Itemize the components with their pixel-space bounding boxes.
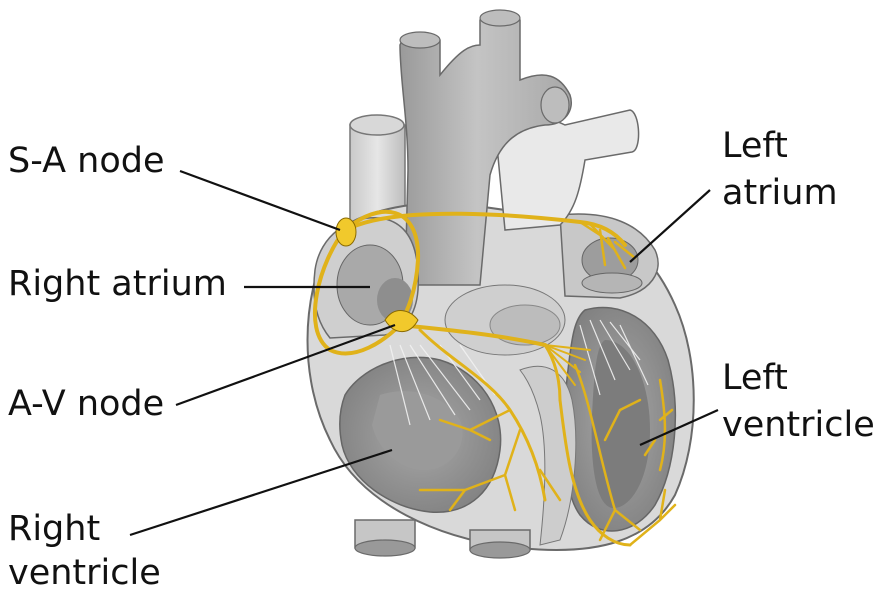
label-av-node: A-V node xyxy=(8,383,164,425)
label-right-ventricle-line1: Right xyxy=(8,508,100,550)
label-right-atrium: Right atrium xyxy=(8,263,227,305)
label-sa-node: S-A node xyxy=(8,140,165,182)
sa-node-marker xyxy=(336,218,356,246)
label-left-atrium-line1: Left xyxy=(722,125,788,167)
label-left-ventricle-line1: Left xyxy=(722,357,788,399)
leader-sa-node xyxy=(180,171,340,230)
label-left-ventricle-line2: ventricle xyxy=(722,404,875,446)
label-left-atrium-line2: atrium xyxy=(722,172,838,214)
leader-right-ventricle xyxy=(130,450,392,535)
leader-left-atrium xyxy=(630,190,710,262)
label-right-ventricle-line2: ventricle xyxy=(8,552,161,594)
